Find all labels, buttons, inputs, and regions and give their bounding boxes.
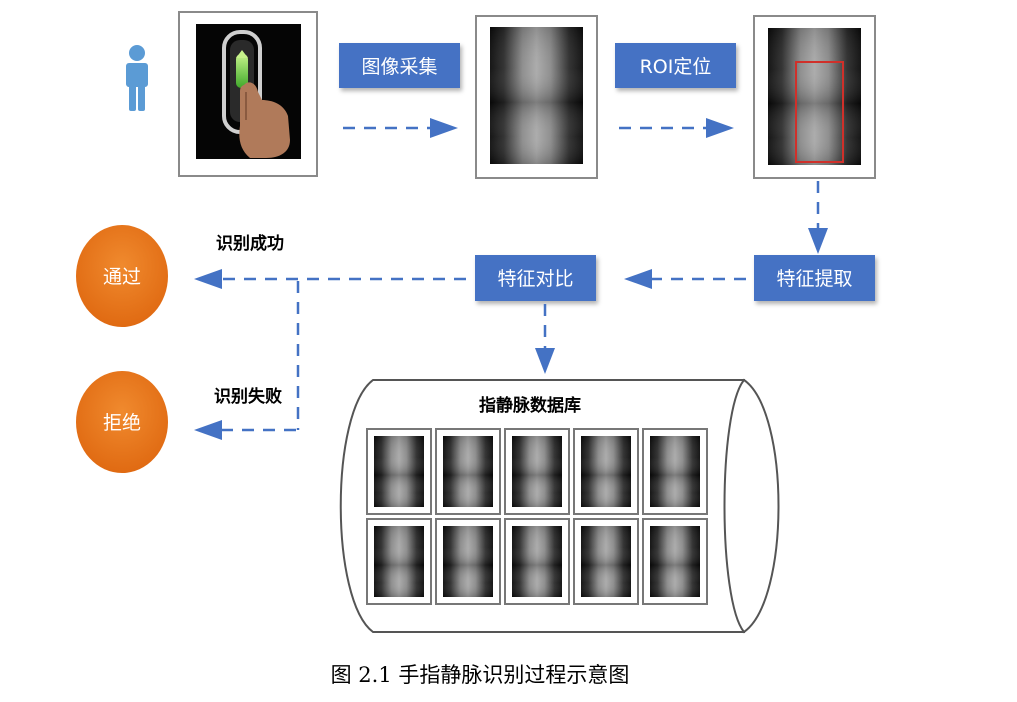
roi-vein-image xyxy=(753,15,876,179)
database-sample-6 xyxy=(366,518,432,605)
pass-circle xyxy=(76,225,168,327)
database-sample-1 xyxy=(366,428,432,515)
database-sample-2 xyxy=(435,428,501,515)
capture-step-label: 图像采集 xyxy=(361,56,437,78)
compare-step-label: 特征对比 xyxy=(497,268,573,290)
database-title: 指静脉数据库 xyxy=(479,395,581,416)
failure-label: 识别失败 xyxy=(214,386,282,407)
arrow-roi-to-extract xyxy=(808,181,828,254)
pass-label: 通过 xyxy=(103,266,141,288)
roi-step-label: ROI定位 xyxy=(640,56,712,78)
database-sample-5 xyxy=(642,428,708,515)
reject-label: 拒绝 xyxy=(103,412,141,434)
database-sample-10 xyxy=(642,518,708,605)
database-sample-7 xyxy=(435,518,501,605)
reject-circle xyxy=(76,371,168,473)
capture-step-box xyxy=(339,43,460,88)
success-label: 识别成功 xyxy=(216,233,284,254)
vein-image xyxy=(475,15,598,179)
arrow-compare-to-reject xyxy=(194,281,300,440)
database-sample-9 xyxy=(573,518,639,605)
arrow-compare-to-database xyxy=(535,304,555,374)
database-sample-8 xyxy=(504,518,570,605)
database-sample-4 xyxy=(573,428,639,515)
arrow-vein-to-roi xyxy=(619,118,734,138)
arrow-capture-to-vein xyxy=(343,118,458,138)
person-icon xyxy=(126,45,148,111)
finger-scanner-image xyxy=(178,11,318,177)
database-samples xyxy=(366,428,708,605)
figure-caption: 图 2.1 手指静脉识别过程示意图 xyxy=(331,663,630,687)
compare-step-box xyxy=(475,255,596,301)
extract-step-box xyxy=(754,255,875,301)
arrow-extract-to-compare xyxy=(624,269,746,289)
extract-step-label: 特征提取 xyxy=(776,268,852,290)
database-sample-3 xyxy=(504,428,570,515)
arrow-compare-to-pass xyxy=(194,269,466,289)
roi-step-box xyxy=(615,43,736,88)
